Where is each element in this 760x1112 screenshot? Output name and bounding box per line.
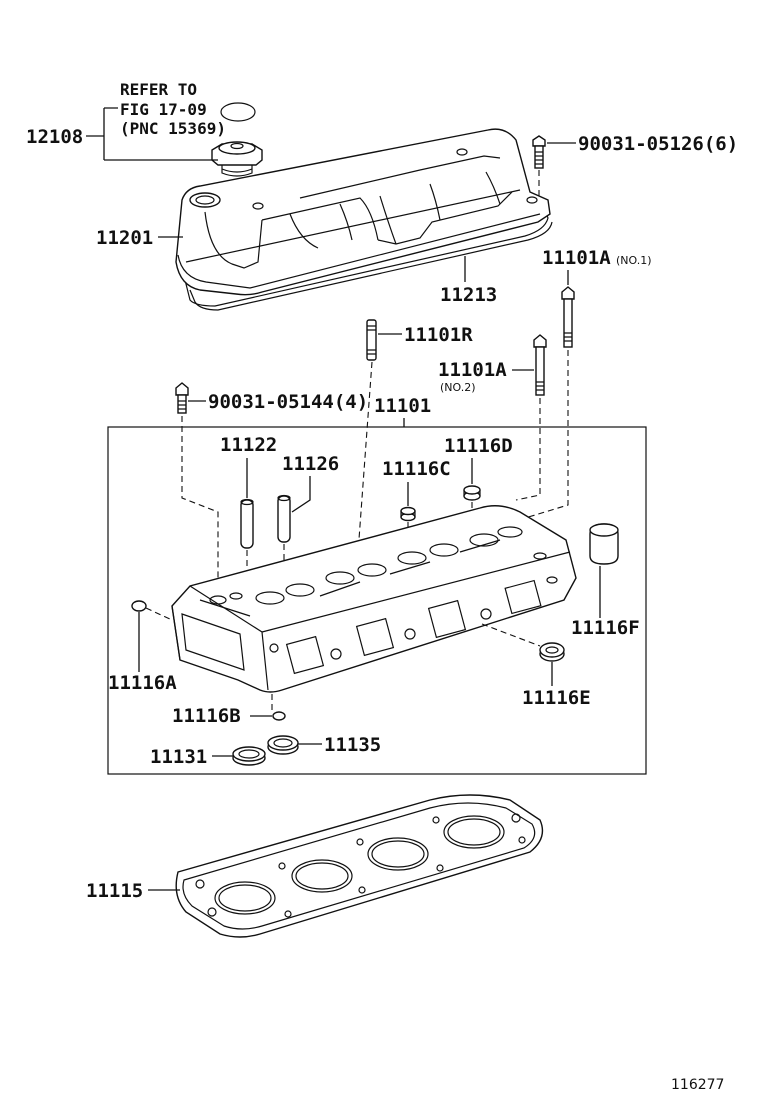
label-11201: 11201	[96, 227, 153, 249]
refer-ellipse-icon	[220, 102, 256, 122]
plug-11116a-part	[131, 600, 147, 612]
label-11101r: 11101R	[404, 324, 473, 346]
dash-11116a	[145, 607, 173, 621]
refer-note-line3: (PNC 15369)	[120, 119, 226, 138]
label-11101: 11101	[374, 395, 431, 417]
label-11116e: 11116E	[522, 687, 591, 709]
bolt-90031-05126-part	[532, 135, 546, 169]
figure-number: 116277	[671, 1077, 724, 1093]
label-12108: 12108	[26, 126, 83, 148]
label-11135: 11135	[324, 734, 381, 756]
label-11101a-no1: 11101A	[542, 247, 611, 269]
label-11116b: 11116B	[172, 705, 241, 727]
plug-11116b-part	[272, 711, 286, 721]
plug-11116d-part	[463, 485, 481, 501]
label-no2: (NO.2)	[440, 381, 476, 394]
label-11116c: 11116C	[382, 458, 451, 480]
leader-12108	[86, 107, 218, 161]
valve-cover-gasket-part	[184, 209, 549, 307]
ring-11131-part	[232, 746, 266, 766]
head-gasket-part	[175, 794, 544, 938]
dash-90031-05144	[181, 416, 219, 585]
label-11213: 11213	[440, 284, 497, 306]
leader-11126	[291, 476, 311, 513]
refer-note-line2: FIG 17-09	[120, 100, 207, 119]
refer-note-line1: REFER TO	[120, 80, 197, 99]
label-90031-05144: 90031-05144(4)	[208, 391, 368, 413]
bolt-11101a-no1-part	[561, 286, 575, 348]
label-no1: (NO.1)	[616, 254, 652, 267]
plug-11116c-part	[400, 506, 416, 522]
dash-11101a-no1	[511, 350, 569, 523]
dash-11101a-no2	[515, 398, 541, 501]
label-11116a: 11116A	[108, 672, 177, 694]
label-11126: 11126	[282, 453, 339, 475]
label-11101a-no2: 11101A	[438, 359, 507, 381]
label-11116f: 11116F	[571, 617, 640, 639]
bolt-90031-05144-part	[175, 382, 189, 414]
oil-filler-cap-part	[211, 141, 263, 177]
valve-guide-11122-part	[240, 498, 254, 549]
ring-11135-part	[267, 735, 299, 755]
label-11116d: 11116D	[444, 435, 513, 457]
cylinder-head-part	[171, 505, 577, 693]
valve-cover-part	[175, 128, 551, 296]
stud-11101r-part	[366, 319, 377, 361]
label-11122: 11122	[220, 434, 277, 456]
bolt-11101a-no2-part	[533, 334, 547, 396]
cylinder-head-assembly-box	[107, 426, 647, 775]
plug-11116f-part	[589, 523, 619, 565]
label-11131: 11131	[150, 746, 207, 768]
valve-guide-11126-part	[277, 494, 291, 543]
dash-11116e	[481, 623, 541, 647]
seal-11116e-part	[539, 642, 565, 662]
label-11115: 11115	[86, 880, 143, 902]
label-90031-05126: 90031-05126(6)	[578, 133, 738, 155]
